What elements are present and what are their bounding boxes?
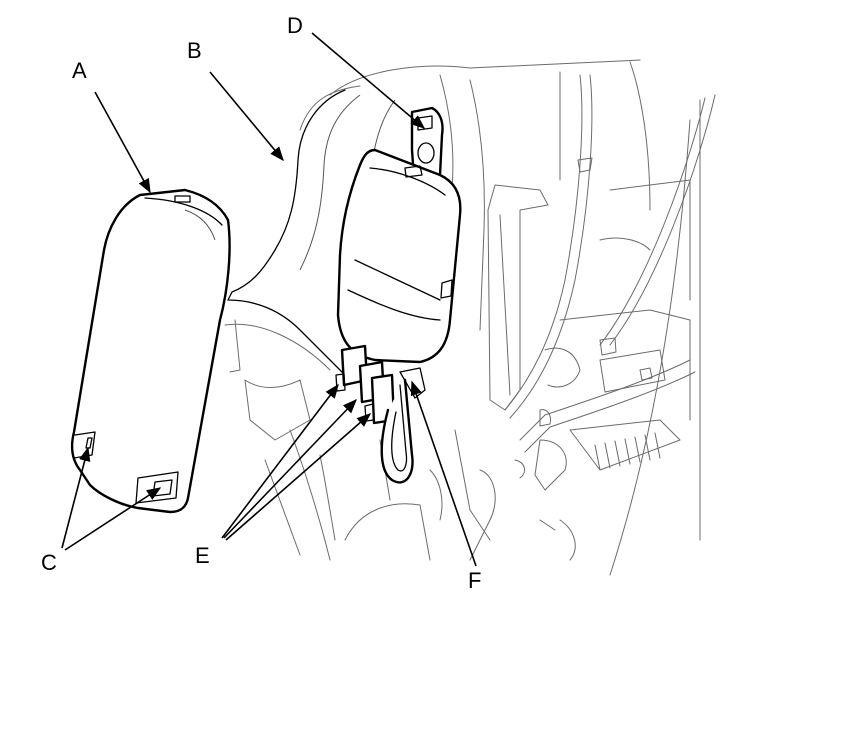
callout-c: C	[41, 550, 57, 575]
airbag-module	[336, 106, 462, 364]
callout-a: A	[72, 58, 87, 83]
leader-e3	[225, 413, 372, 541]
leader-f	[410, 380, 477, 567]
seat-frame-background	[224, 59, 716, 576]
callout-e: E	[195, 543, 210, 568]
leader-c2	[64, 487, 162, 551]
callout-b: B	[187, 38, 202, 63]
callout-f: F	[468, 568, 481, 593]
leader-b	[209, 71, 284, 162]
part-a-airbag-cover	[70, 188, 231, 514]
leader-c1	[61, 446, 91, 549]
leader-d	[311, 32, 426, 129]
leader-a	[94, 91, 151, 194]
leader-e1	[221, 383, 339, 539]
leader-e2	[223, 398, 357, 539]
callout-labels: A B C D E F	[41, 13, 481, 593]
callout-d: D	[287, 13, 303, 38]
leader-lines	[61, 32, 477, 567]
connectors-and-harness	[335, 344, 426, 484]
